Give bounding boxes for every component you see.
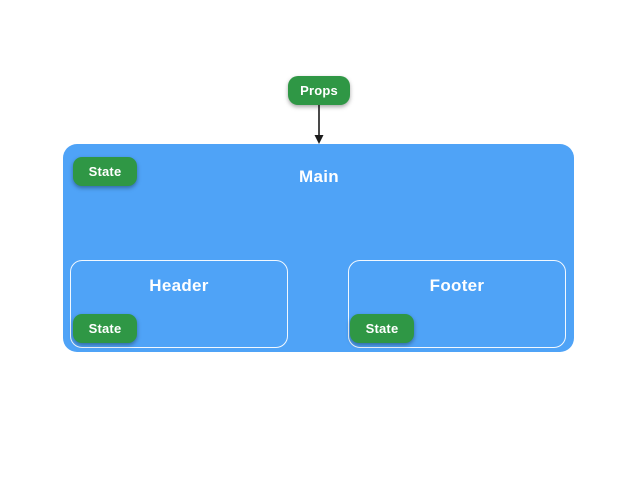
main-state-badge: State <box>73 157 137 186</box>
header-component-title: Header <box>149 276 209 295</box>
header-state-badge-label: State <box>88 321 122 336</box>
footer-state-badge-label: State <box>365 321 399 336</box>
footer-state-badge: State <box>350 314 414 343</box>
main-component-box <box>63 144 574 352</box>
main-state-badge-label: State <box>88 164 122 179</box>
main-component-title: Main <box>299 167 339 186</box>
header-component-box: Header <box>70 260 288 348</box>
props-badge-label: Props <box>300 83 338 98</box>
footer-component-title: Footer <box>429 276 485 295</box>
arrow-down-icon <box>314 105 324 144</box>
props-badge: Props <box>288 76 350 105</box>
footer-component-box: Footer <box>348 260 566 348</box>
header-state-badge: State <box>73 314 137 343</box>
